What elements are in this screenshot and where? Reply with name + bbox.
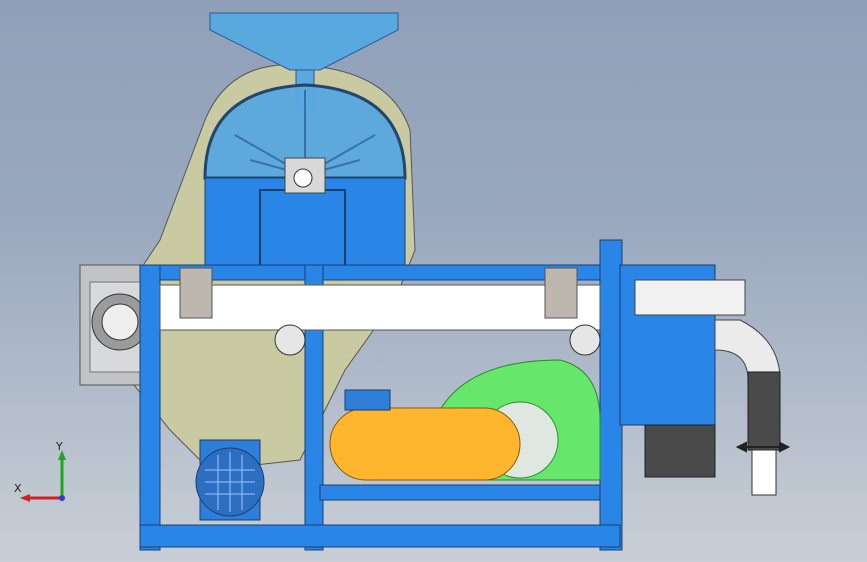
y-arrow-icon [58,450,66,460]
shaft-cover[interactable] [159,284,601,331]
x-axis-label: X [14,482,22,495]
z-axis-icon [59,495,65,501]
x-arrow-icon [20,494,30,502]
feed-hopper[interactable] [209,12,399,71]
outlet-spout[interactable] [751,449,777,496]
discharge-lower[interactable] [644,424,716,478]
motor-grille [205,452,255,512]
y-axis-label: Y [55,440,63,453]
coordinate-triad: Y X [14,440,84,510]
left-bearing[interactable] [274,324,306,356]
motor-top[interactable] [344,389,391,411]
dimension-arrow [735,441,791,453]
discharge-elbow[interactable] [714,319,781,381]
belt-guard[interactable] [329,407,521,481]
gray-plate-left[interactable] [179,267,213,319]
left-pulley-hub[interactable] [101,303,139,341]
right-bearing[interactable] [569,324,601,356]
discharge-cap[interactable] [634,279,746,316]
bearing[interactable] [293,168,313,188]
outlet-pipe[interactable] [747,371,781,451]
gray-plate-right[interactable] [544,267,578,319]
main-frame[interactable] [139,239,623,551]
